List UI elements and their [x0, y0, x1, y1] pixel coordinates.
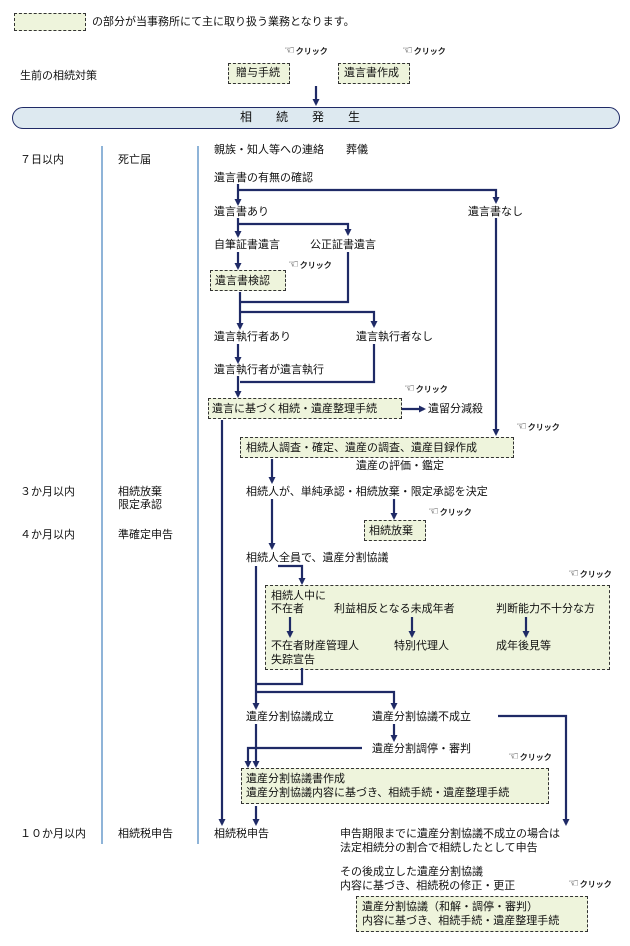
later-agreement-line2: 内容に基づき、相続税の修正・更正 [340, 879, 516, 892]
hand-pointer-icon: ☜ [428, 504, 439, 518]
will-exists: 遺言書あり [214, 205, 269, 218]
deadline-note-line1: 申告期限までに遺産分割協議不成立の場合は [340, 827, 560, 840]
gift-procedure-label[interactable]: 贈与手続 [236, 66, 280, 79]
inheritance-start-label: 相 続 発 生 [240, 110, 361, 124]
executor-exists: 遺言執行者あり [214, 330, 291, 343]
agreement-failed: 遺産分割協議不成立 [372, 710, 471, 723]
forced-share-reduction: 遺留分減殺 [428, 402, 483, 415]
renunciation-label: 相続放棄 [118, 485, 162, 498]
hand-pointer-icon: ☜ [288, 257, 299, 271]
click-link-division-document[interactable]: ☜クリック [508, 749, 552, 763]
probate-box[interactable] [210, 270, 286, 291]
deadline-note-line2: 法定相続分の割合で相続したとして申告 [340, 841, 538, 854]
special-agent: 特別代理人 [394, 639, 449, 652]
heir-survey-label[interactable]: 相続人調査・確定、遺産の調査、遺産目録作成 [246, 441, 477, 454]
will-procedure-box[interactable] [208, 398, 402, 419]
quasi-final-return: 準確定申告 [118, 528, 173, 541]
tax-filing: 相続税申告 [214, 827, 269, 840]
will-making-label[interactable]: 遺言書作成 [344, 66, 399, 79]
missing-declaration: 失踪宣告 [271, 653, 315, 666]
deadline-4months: ４か月以内 [20, 528, 75, 541]
click-link-will-procedure[interactable]: ☜クリック [404, 381, 448, 395]
notarized-will: 公正証書遺言 [310, 238, 376, 251]
will-procedure-label[interactable]: 遺言に基づく相続・遺産整理手続 [212, 402, 377, 415]
among-heirs: 相続人中に [271, 589, 326, 602]
absentee-administrator: 不在者財産管理人 [271, 639, 359, 652]
holographic-will: 自筆証書遺言 [214, 238, 280, 251]
division-document-line2[interactable]: 遺産分割協議内容に基づき、相続手続・遺産整理手続 [246, 786, 510, 799]
division-document-line1[interactable]: 遺産分割協議書作成 [246, 772, 345, 785]
no-executor: 遺言執行者なし [356, 330, 433, 343]
hand-pointer-icon: ☜ [404, 381, 415, 395]
all-heirs-agreement: 相続人全員で、遺産分割協議 [246, 551, 389, 564]
executor-executes: 遺言執行者が遺言執行 [214, 363, 324, 376]
probate-label[interactable]: 遺言書検認 [215, 274, 270, 287]
limited-approval-label: 限定承認 [118, 498, 162, 511]
heir-survey-box[interactable] [240, 437, 514, 458]
gift-procedure-button[interactable] [228, 63, 290, 84]
click-link-special-heirs[interactable]: ☜クリック [568, 566, 612, 580]
conflicted-minor: 利益相反となる未成年者 [334, 602, 455, 615]
inheritance-tax-label: 相続税申告 [118, 827, 173, 840]
legend-swatch [14, 13, 86, 31]
mediation-trial: 遺産分割調停・審判 [372, 742, 471, 755]
click-link-heir-survey[interactable]: ☜クリック [516, 419, 560, 433]
incapacitated-person: 判断能力不十分な方 [496, 602, 595, 615]
hand-pointer-icon: ☜ [508, 749, 519, 763]
later-agreement-line1: その後成立した遺産分割協議 [340, 865, 483, 878]
will-existence-check: 遺言書の有無の確認 [214, 171, 313, 184]
hand-pointer-icon: ☜ [568, 566, 579, 580]
legend-text: の部分が当事務所にて主に取り扱う業務となります。 [92, 15, 355, 28]
deadline-10months: １０か月以内 [20, 827, 86, 840]
contact-funeral: 親族・知人等への連絡 葬儀 [214, 143, 368, 156]
absentee: 不在者 [271, 602, 304, 615]
division-document-box[interactable] [241, 768, 549, 804]
will-making-button[interactable] [338, 63, 410, 84]
death-notice: 死亡届 [118, 153, 151, 166]
renunciation-box[interactable] [364, 520, 426, 541]
final-procedure-box[interactable] [356, 896, 588, 932]
special-heirs-box [265, 585, 610, 670]
click-link-will-making[interactable]: ☜クリック [402, 43, 446, 57]
adult-guardianship: 成年後見等 [496, 639, 551, 652]
click-link-probate[interactable]: ☜クリック [288, 257, 332, 271]
hand-pointer-icon: ☜ [402, 43, 413, 57]
agreement-reached: 遺産分割協議成立 [246, 710, 334, 723]
inheritance-start-banner [12, 107, 620, 129]
deadline-3months: ３か月以内 [20, 485, 75, 498]
click-link-gift[interactable]: ☜クリック [284, 43, 328, 57]
pre-death-label: 生前の相続対策 [20, 69, 97, 82]
deadline-7days: ７日以内 [20, 153, 64, 166]
asset-valuation: 遺産の評価・鑑定 [356, 459, 444, 472]
click-link-renunciation[interactable]: ☜クリック [428, 504, 472, 518]
click-link-final-procedure[interactable]: ☜クリック [568, 876, 612, 890]
final-procedure-line1[interactable]: 遺産分割協議（和解・調停・審判） [362, 900, 538, 913]
hand-pointer-icon: ☜ [284, 43, 295, 57]
final-procedure-line2[interactable]: 内容に基づき、相続手続・遺産整理手続 [362, 914, 560, 927]
heir-decision: 相続人が、単純承認・相続放棄・限定承認を決定 [246, 485, 488, 498]
renunciation-box-label[interactable]: 相続放棄 [369, 524, 413, 537]
hand-pointer-icon: ☜ [568, 876, 579, 890]
hand-pointer-icon: ☜ [516, 419, 527, 433]
no-will: 遺言書なし [468, 205, 523, 218]
